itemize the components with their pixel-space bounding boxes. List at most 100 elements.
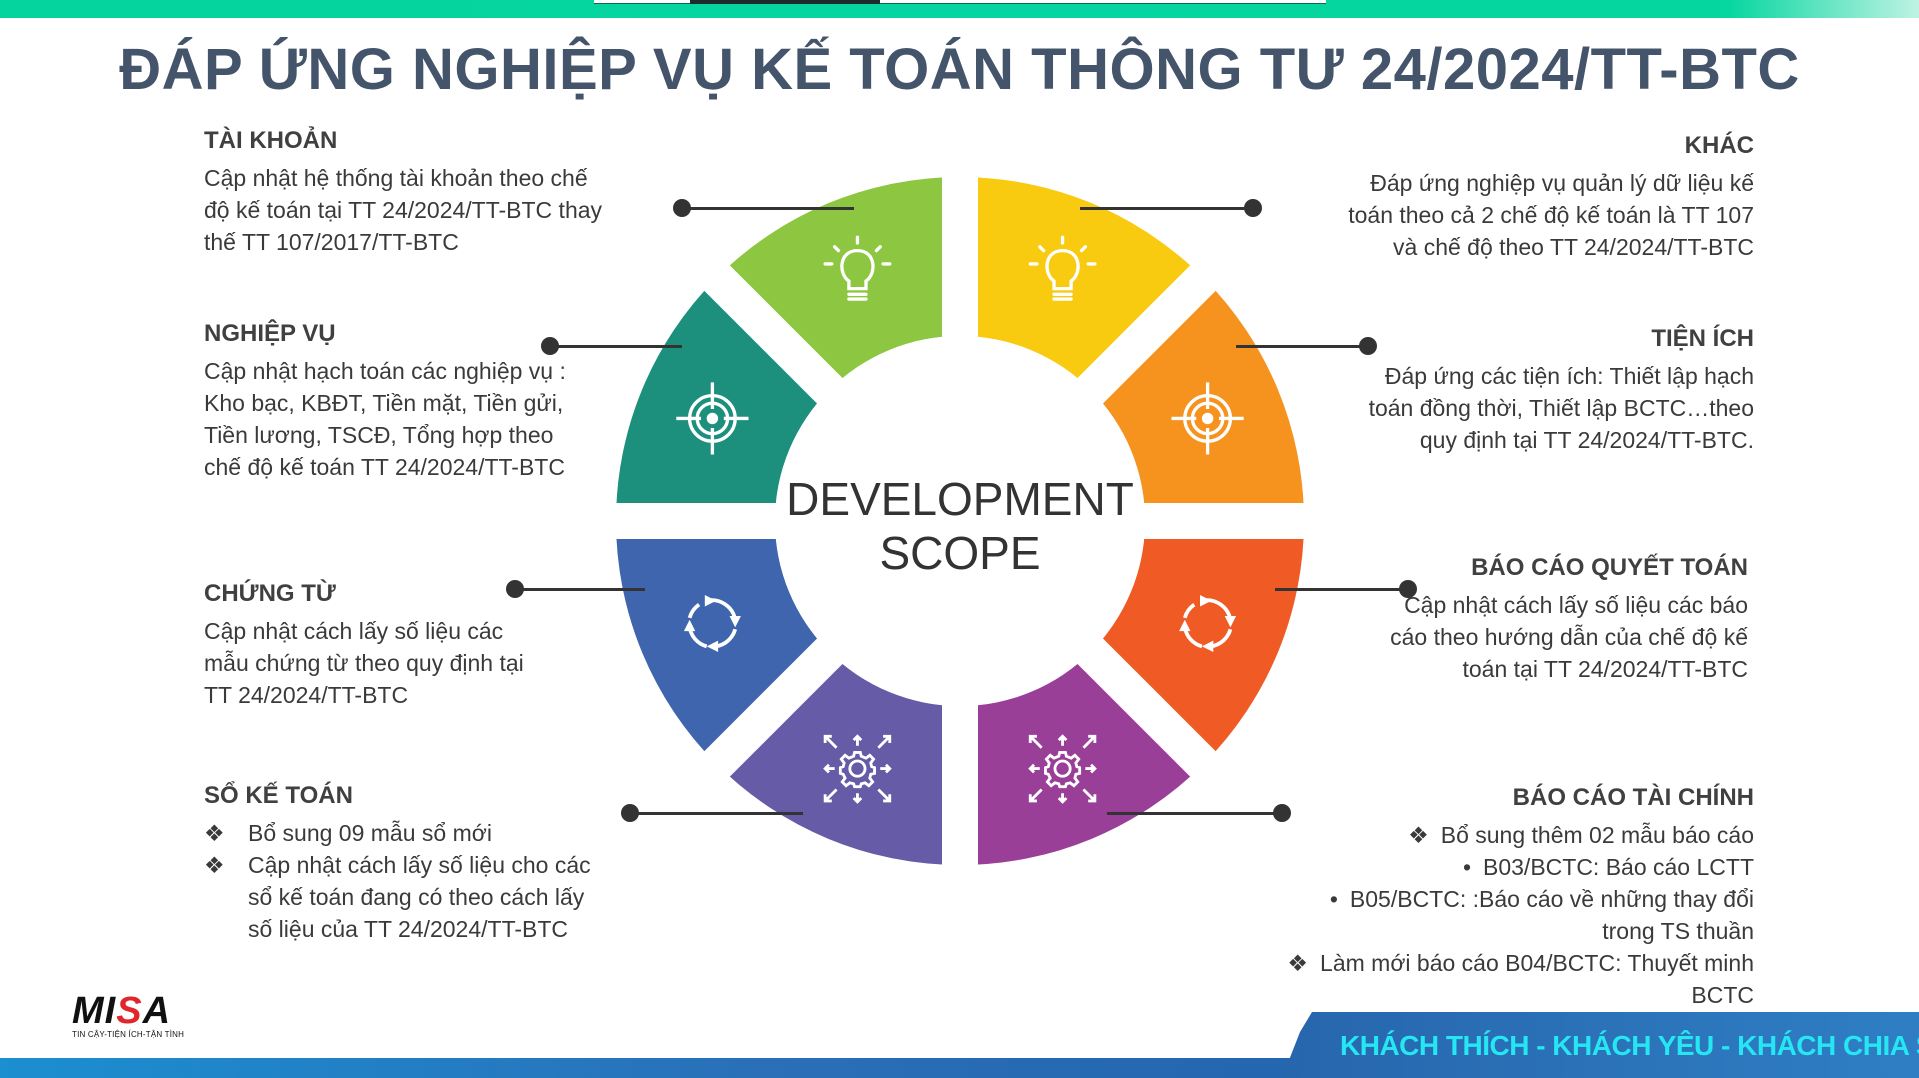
block-line-text: TT 24/2024/TT-BTC [204,682,409,708]
block-heading: TIỆN ÍCH [1651,325,1754,352]
connector-dot-tai-khoan [673,199,691,217]
block-line: thế TT 107/2017/TT-BTC [204,226,602,258]
slogan-text: KHÁCH THÍCH - KHÁCH YÊU - KHÁCH CHIA SẺ [1340,1030,1919,1061]
bullet-icon: ❖ [204,820,225,846]
logo-wordmark: MISA [72,990,172,1032]
block-line-text: Cập nhật hạch toán các nghiệp vụ : [204,358,566,384]
block-line-text: mẫu chứng từ theo quy định tại [204,650,524,676]
block-line: chế độ kế toán TT 24/2024/TT-BTC [204,451,566,483]
block-line: Cập nhật cách lấy số liệu các báo [1390,589,1748,621]
connector-tai-khoan [682,207,854,210]
block-line: ❖ Bổ sung thêm 02 mẫu báo cáo [1287,819,1754,851]
block-line: Tiền lương, TSCĐ, Tổng hợp theo [204,419,566,451]
block-chung-tu: CHỨNG TỪ Cập nhật cách lấy số liệu các mẫu… [204,579,524,711]
block-line-text: Đáp ứng nghiệp vụ quản lý dữ liệu kế [1370,170,1754,196]
block-heading: CHỨNG TỪ [204,580,336,607]
block-line: toán đồng thời, Thiết lập BCTC…theo [1369,392,1754,424]
slogan-banner [1282,1012,1919,1078]
block-heading: TÀI KHOẢN [204,127,338,154]
top-bar [0,0,1919,18]
connector-nghiep-vu [550,345,682,348]
block-line: toán tại TT 24/2024/TT-BTC [1390,653,1748,685]
block-line: • B03/BCTC: Báo cáo LCTT [1287,851,1754,883]
block-line-text: độ kế toán tại TT 24/2024/TT-BTC thay [204,197,603,223]
center-label-line2: SCOPE [879,527,1041,579]
connector-tien-ich [1236,345,1368,348]
bullet-icon: ❖ [204,852,225,878]
connector-dot-so-ke-toan [621,804,639,822]
block-bao-cao-tai-chinh: BÁO CÁO TÀI CHÍNH ❖ Bổ sung thêm 02 mẫu bá… [1287,783,1754,1011]
connector-dot-nghiep-vu [541,337,559,355]
bullet-icon: • [1462,854,1471,880]
block-line: Đáp ứng các tiện ích: Thiết lập hạch [1369,360,1754,392]
block-line-text: và chế độ theo TT 24/2024/TT-BTC [1393,234,1754,260]
block-line: sổ kế toán đang có theo cách lấy [204,881,591,913]
block-line-text: Cập nhật cách lấy số liệu cho các [248,852,591,878]
block-line: độ kế toán tại TT 24/2024/TT-BTC thay [204,194,602,226]
block-line: Cập nhật hệ thống tài khoản theo chế [204,162,602,194]
block-line: số liệu của TT 24/2024/TT-BTC [204,913,591,945]
block-heading: KHÁC [1684,132,1754,159]
block-line-text: trong TS thuần [1602,918,1754,944]
block-heading: SỔ KẾ TOÁN [204,782,353,809]
block-line: Cập nhật cách lấy số liệu các [204,615,524,647]
page-title: ĐÁP ỨNG NGHIỆP VỤ KẾ TOÁN THÔNG TƯ 24/20… [119,37,1800,102]
block-line: trong TS thuần [1287,915,1754,947]
block-line-text: Cập nhật hệ thống tài khoản theo chế [204,165,588,191]
center-label: DEVELOPMENT SCOPE [760,472,1160,580]
logo-tagline: TIN CẬY-TIỆN ÍCH-TẬN TÌNH [72,1030,185,1039]
window-tab [690,0,880,4]
block-line-text: toán theo cả 2 chế độ kế toán là TT 107 [1348,202,1754,228]
block-heading: BÁO CÁO TÀI CHÍNH [1512,784,1754,811]
block-line: cáo theo hướng dẫn của chế độ kế [1390,621,1748,653]
block-line-text: Cập nhật cách lấy số liệu các [204,618,504,644]
block-line: ❖ Làm mới báo cáo B04/BCTC: Thuyết minh [1287,947,1754,979]
block-tai-khoan: TÀI KHOẢN Cập nhật hệ thống tài khoản the… [204,126,602,258]
block-line: Đáp ứng nghiệp vụ quản lý dữ liệu kế [1348,167,1754,199]
block-line-text: thế TT 107/2017/TT-BTC [204,229,459,255]
connector-so-ke-toan [630,812,803,815]
block-khac: KHÁC Đáp ứng nghiệp vụ quản lý dữ liệu kế… [1348,131,1754,263]
block-line-text: chế độ kế toán TT 24/2024/TT-BTC [204,454,565,480]
block-line-text: B03/BCTC: Báo cáo LCTT [1483,854,1754,880]
block-line-text: số liệu của TT 24/2024/TT-BTC [248,916,569,942]
block-line-text: Bổ sung thêm 02 mẫu báo cáo [1440,822,1754,848]
wheel-center [775,336,1145,706]
connector-dot-tien-ich [1359,337,1377,355]
block-nghiep-vu: NGHIỆP VỤ Cập nhật hạch toán các nghiệp v… [204,319,566,483]
block-line-text: Tiền lương, TSCĐ, Tổng hợp theo [204,422,554,448]
connector-dot-khac [1244,199,1262,217]
bullet-icon: • [1329,886,1338,912]
block-line-text: Làm mới báo cáo B04/BCTC: Thuyết minh [1320,950,1754,976]
block-line-text: Cập nhật cách lấy số liệu các báo [1404,592,1748,618]
block-line: TT 24/2024/TT-BTC [204,679,524,711]
connector-bao-cao-quyet-toan [1275,588,1408,591]
block-line: Kho bạc, KBĐT, Tiền mặt, Tiền gửi, [204,387,566,419]
block-line: quy định tại TT 24/2024/TT-BTC. [1369,424,1754,456]
block-line: • B05/BCTC: :Báo cáo về những thay đổi [1287,883,1754,915]
bullet-icon: ❖ [1408,822,1429,848]
block-line: ❖ Cập nhật cách lấy số liệu cho các [204,849,591,881]
bullet-icon: ❖ [1287,950,1309,976]
block-so-ke-toan: SỔ KẾ TOÁN❖Bổ sung 09 mẫu sổ mới❖Cập nhậ… [204,781,591,945]
block-line-text: cáo theo hướng dẫn của chế độ kế [1390,624,1748,650]
block-line-text: toán tại TT 24/2024/TT-BTC [1462,656,1748,682]
block-line: ❖Bổ sung 09 mẫu sổ mới [204,817,591,849]
block-tien-ich: TIỆN ÍCH Đáp ứng các tiện ích: Thiết lập … [1369,324,1754,456]
block-line-text: Đáp ứng các tiện ích: Thiết lập hạch [1384,363,1754,389]
block-line: Cập nhật hạch toán các nghiệp vụ : [204,355,566,387]
connector-chung-tu [515,588,645,591]
connector-bao-cao-tai-chinh [1107,812,1282,815]
block-line-text: toán đồng thời, Thiết lập BCTC…theo [1368,395,1754,421]
block-line-text: BCTC [1691,982,1754,1008]
connector-dot-bao-cao-tai-chinh [1273,804,1291,822]
block-heading: NGHIỆP VỤ [204,320,336,347]
window-strip [594,0,1326,4]
block-line-text: B05/BCTC: :Báo cáo về những thay đổi [1349,886,1754,912]
block-heading: BÁO CÁO QUYẾT TOÁN [1471,554,1748,581]
misa-logo: MISA TIN CẬY-TIỆN ÍCH-TẬN TÌNH [72,992,202,1042]
connector-khac [1080,207,1253,210]
block-line: và chế độ theo TT 24/2024/TT-BTC [1348,231,1754,263]
block-line: BCTC [1287,979,1754,1011]
